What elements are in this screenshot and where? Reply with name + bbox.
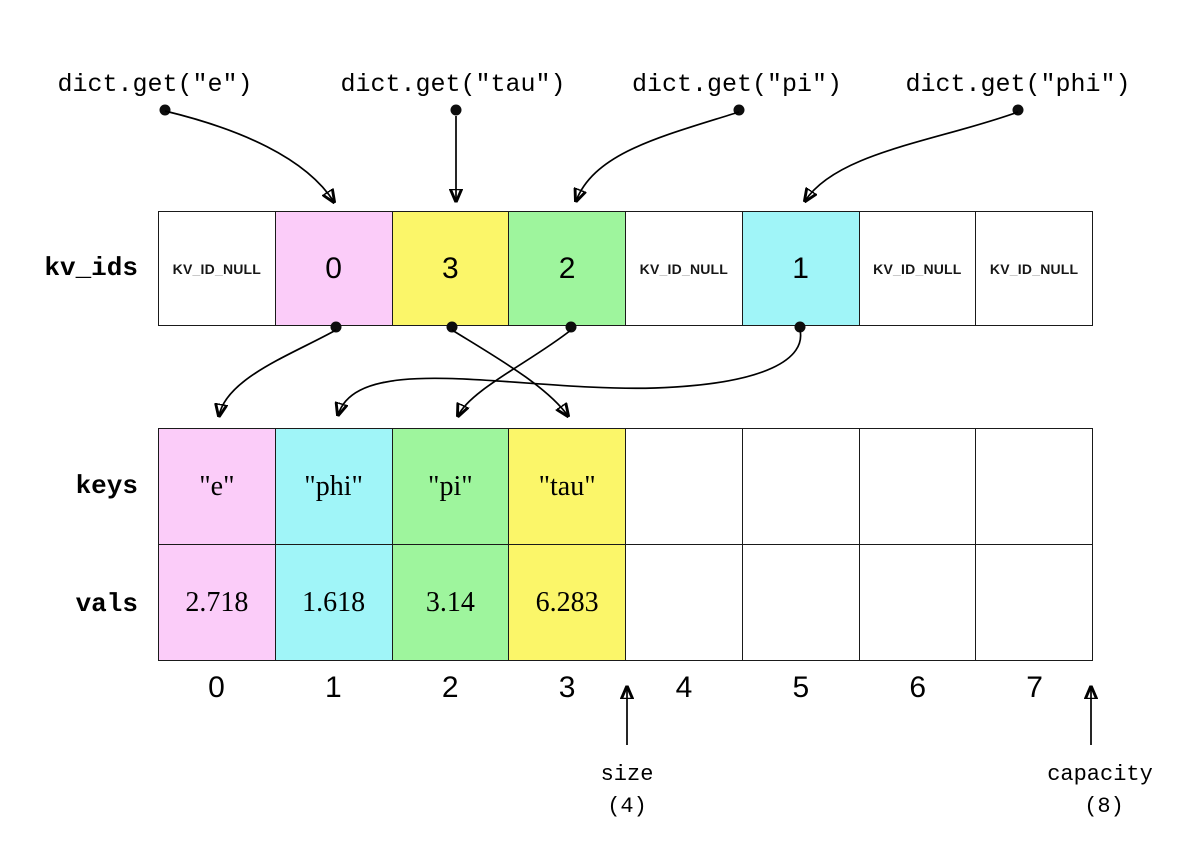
keys-label: keys: [75, 471, 138, 501]
vals-row: 2.718 1.618 3.14 6.283: [159, 545, 1092, 660]
vals-cell-6: [858, 545, 976, 660]
kv-ids-array: KV_ID_NULL 0 3 2 KV_ID_NULL 1 KV_ID_NULL…: [158, 211, 1093, 326]
kv-ids-cell-1: 0: [274, 212, 392, 325]
index-label-0: 0: [208, 671, 225, 704]
index-label-3: 3: [558, 671, 576, 704]
kv-ids-cell-5: 1: [741, 212, 859, 325]
query-dot-tau: [450, 104, 462, 116]
arrow-slot-1-to-entry-0: [219, 329, 337, 416]
query-dot-phi: [1012, 104, 1024, 116]
vals-cell-3: 6.283: [508, 545, 625, 660]
index-row: 0 1 2 3 4 5 6 7: [158, 671, 1093, 705]
arrow-query-e-to-slot-1: [164, 110, 334, 202]
vals-cell-1: 1.618: [274, 545, 392, 660]
index-label-1: 1: [324, 671, 342, 704]
arrow-slot-5-to-entry-1: [338, 329, 802, 415]
index-label-5: 5: [792, 671, 810, 704]
size-label: size: [600, 762, 654, 787]
keys-cell-7: [975, 429, 1092, 544]
kv-ids-cell-0: KV_ID_NULL: [159, 212, 275, 325]
keys-row: "e" "phi" "pi" "tau": [159, 429, 1092, 545]
query-label-tau: dict.get("tau"): [340, 70, 566, 99]
keys-cell-2: "pi": [391, 429, 509, 544]
arrow-query-pi-to-slot-3: [576, 111, 740, 201]
kv-ids-label: kv_ids: [44, 253, 138, 283]
index-label-2: 2: [441, 671, 459, 704]
arrow-query-phi-to-slot-5: [805, 111, 1019, 201]
capacity-value: (8): [1084, 794, 1124, 819]
kv-ids-cell-3: 2: [508, 212, 625, 325]
vals-cell-2: 3.14: [391, 545, 509, 660]
arrow-slot-3-to-entry-2: [458, 329, 572, 416]
vals-cell-0: 2.718: [159, 545, 275, 660]
kv-ids-cell-7: KV_ID_NULL: [975, 212, 1092, 325]
query-dot-e: [159, 104, 171, 116]
vals-cell-5: [741, 545, 859, 660]
index-label-7: 7: [1026, 671, 1043, 704]
index-label-4: 4: [675, 671, 693, 704]
capacity-label: capacity: [1047, 762, 1153, 787]
kv-ids-cell-2: 3: [391, 212, 509, 325]
keys-cell-5: [741, 429, 859, 544]
arrow-slot-2-to-entry-3: [451, 329, 568, 416]
index-label-6: 6: [909, 671, 927, 704]
query-label-e: dict.get("e"): [57, 70, 253, 99]
keys-cell-6: [858, 429, 976, 544]
size-value: (4): [607, 794, 647, 819]
vals-cell-7: [975, 545, 1092, 660]
query-label-phi: dict.get("phi"): [905, 70, 1131, 99]
keys-cell-1: "phi": [274, 429, 392, 544]
vals-label: vals: [75, 589, 138, 619]
query-label-pi: dict.get("pi"): [631, 70, 843, 99]
keys-cell-0: "e": [159, 429, 275, 544]
vals-cell-4: [625, 545, 742, 660]
kv-ids-cell-4: KV_ID_NULL: [625, 212, 742, 325]
entries-array: "e" "phi" "pi" "tau" 2.718 1.618 3.14 6.…: [158, 428, 1093, 661]
kv-ids-cell-6: KV_ID_NULL: [858, 212, 976, 325]
keys-cell-3: "tau": [508, 429, 625, 544]
keys-cell-4: [625, 429, 742, 544]
query-dot-pi: [733, 104, 745, 116]
